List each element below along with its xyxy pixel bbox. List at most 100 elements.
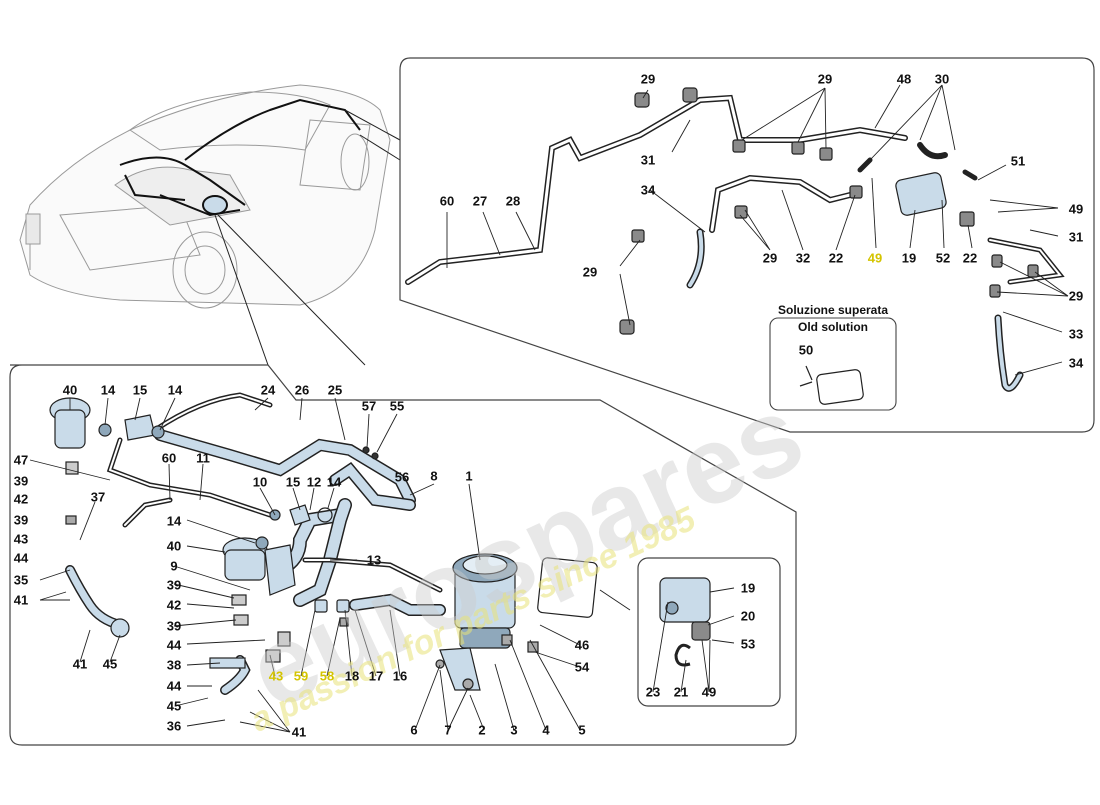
old-solution-box (769, 317, 897, 411)
callout-inset-23: 23 (645, 684, 661, 700)
callout-bottom-14c: 14 (326, 474, 342, 490)
callout-top-29a: 29 (640, 71, 656, 87)
callout-bottom-41a: 41 (13, 592, 29, 608)
callout-bottom-7: 7 (444, 722, 452, 738)
callout-bottom-35: 35 (13, 572, 29, 588)
callout-top-49b: 49 (1068, 201, 1084, 217)
callout-inset-19: 19 (740, 580, 756, 596)
callout-top-34b: 34 (1068, 355, 1084, 371)
callout-bottom-47: 47 (13, 452, 29, 468)
callout-top-49a: 49 (867, 250, 883, 266)
callout-bottom-58: 58 (319, 668, 335, 684)
callout-top-51: 51 (1010, 153, 1026, 169)
callout-bottom-25: 25 (327, 382, 343, 398)
car-illustration (19, 84, 391, 309)
callout-bottom-8: 8 (430, 468, 438, 484)
bottom-panel-frame (9, 364, 797, 746)
top-panel-leaders (446, 84, 1069, 376)
callout-bottom-17: 17 (368, 668, 384, 684)
bottom-panel-hoses (65, 392, 446, 695)
callout-bottom-39d: 39 (166, 618, 182, 634)
callout-bottom-12: 12 (306, 474, 322, 490)
callout-bottom-39a: 39 (13, 473, 29, 489)
callout-top-34a: 34 (640, 182, 656, 198)
callout-bottom-9: 9 (170, 558, 178, 574)
callout-bottom-43b: 43 (268, 668, 284, 684)
callout-bottom-45a: 45 (166, 698, 182, 714)
callout-bottom-38: 38 (166, 657, 182, 673)
callout-bottom-54: 54 (574, 659, 590, 675)
callout-top-48: 48 (896, 71, 912, 87)
callout-bottom-42a: 42 (13, 491, 29, 507)
callout-bottom-39c: 39 (166, 577, 182, 593)
callout-top-29c: 29 (582, 264, 598, 280)
callout-bottom-46: 46 (574, 637, 590, 653)
callout-bottom-41c: 41 (72, 656, 88, 672)
bottom-panel-parts (49, 397, 598, 691)
car-leaders (214, 109, 401, 366)
callout-inset-21: 21 (673, 684, 689, 700)
callout-bottom-40b: 40 (166, 538, 182, 554)
callout-bottom-2: 2 (478, 722, 486, 738)
callout-bottom-41b: 41 (291, 724, 307, 740)
callout-bottom-14a: 14 (100, 382, 116, 398)
callout-top-29b: 29 (817, 71, 833, 87)
callout-bottom-6: 6 (410, 722, 418, 738)
callout-bottom-26: 26 (294, 382, 310, 398)
callout-top-29d: 29 (762, 250, 778, 266)
callout-bottom-3: 3 (510, 722, 518, 738)
callout-bottom-44b: 44 (166, 637, 182, 653)
top-panel-frame (399, 57, 1095, 433)
callout-bottom-15b: 15 (285, 474, 301, 490)
callout-bottom-40a: 40 (62, 382, 78, 398)
callout-top-52: 52 (935, 250, 951, 266)
callout-top-27: 27 (472, 193, 488, 209)
callout-bottom-24: 24 (260, 382, 276, 398)
callout-bottom-14b: 14 (167, 382, 183, 398)
callout-bottom-4: 4 (542, 722, 550, 738)
old-solution-title-it: Soluzione superata (777, 303, 889, 317)
callout-top-33: 33 (1068, 326, 1084, 342)
callout-bottom-43a: 43 (13, 531, 29, 547)
callout-inset-49: 49 (701, 684, 717, 700)
callout-bottom-15a: 15 (132, 382, 148, 398)
callout-bottom-5: 5 (578, 722, 586, 738)
callout-top-19: 19 (901, 250, 917, 266)
inset-leaders (652, 587, 735, 693)
callout-bottom-14d: 14 (166, 513, 182, 529)
callout-top-30: 30 (934, 71, 950, 87)
callout-bottom-1: 1 (465, 468, 473, 484)
top-panel-hoses (405, 94, 1065, 392)
callout-bottom-44a: 44 (13, 550, 29, 566)
callout-top-22b: 22 (962, 250, 978, 266)
callout-top-22a: 22 (828, 250, 844, 266)
top-panel-parts (619, 87, 1039, 335)
callout-bottom-44c: 44 (166, 678, 182, 694)
callout-top-60: 60 (439, 193, 455, 209)
callout-top-50: 50 (798, 342, 814, 358)
callout-bottom-45b: 45 (102, 656, 118, 672)
car-highlight-lines (119, 98, 361, 217)
old-solution-part (799, 365, 864, 405)
callout-top-28: 28 (505, 193, 521, 209)
callout-bottom-36: 36 (166, 718, 182, 734)
callout-top-31b: 31 (1068, 229, 1084, 245)
callout-bottom-18: 18 (344, 668, 360, 684)
callout-bottom-39b: 39 (13, 512, 29, 528)
callout-bottom-10: 10 (252, 474, 268, 490)
callout-bottom-37: 37 (90, 489, 106, 505)
callout-bottom-56: 56 (394, 469, 410, 485)
callout-bottom-57: 57 (361, 398, 377, 414)
callout-bottom-16: 16 (392, 668, 408, 684)
callout-bottom-59: 59 (293, 668, 309, 684)
callout-bottom-55: 55 (389, 398, 405, 414)
inset-parts (659, 577, 711, 667)
callout-inset-20: 20 (740, 608, 756, 624)
callout-bottom-13: 13 (366, 552, 382, 568)
callout-top-29e: 29 (1068, 288, 1084, 304)
callout-bottom-11: 11 (196, 450, 210, 466)
callout-bottom-42b: 42 (166, 597, 182, 613)
old-solution-title-en: Old solution (798, 320, 868, 334)
